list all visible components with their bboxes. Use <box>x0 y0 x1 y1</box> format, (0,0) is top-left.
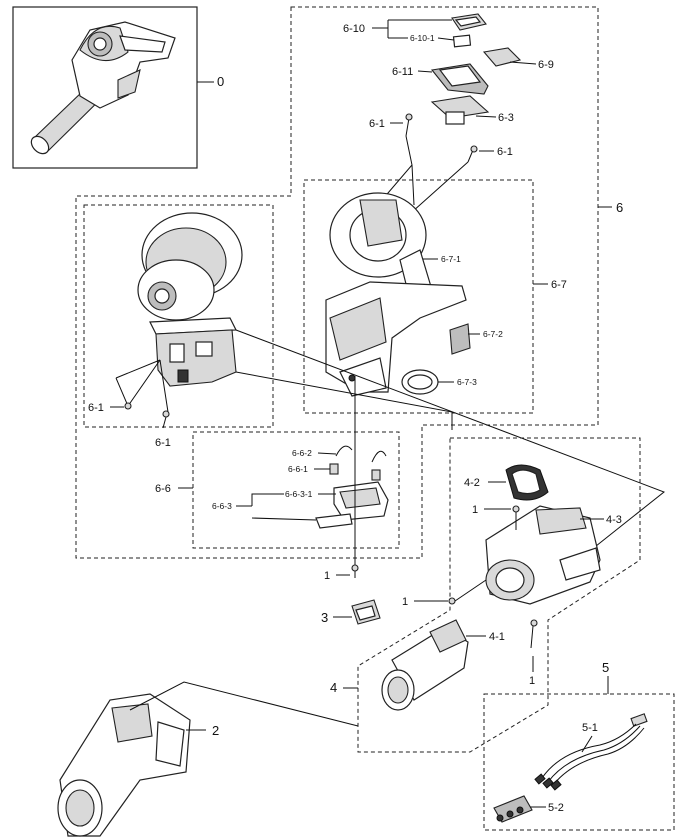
screw-6-1-a <box>405 113 413 137</box>
label-6-7: 6-7 <box>551 279 567 291</box>
label-1-c: 1 <box>402 596 408 608</box>
label-4-1: 4-1 <box>489 631 505 643</box>
label-4-2: 4-2 <box>464 477 480 489</box>
part-5-2-drawing <box>493 795 533 823</box>
label-6-6-1: 6-6-1 <box>288 464 308 474</box>
label-5-2: 5-2 <box>548 802 564 814</box>
part-4-2-drawing <box>505 464 549 501</box>
label-6-9: 6-9 <box>538 59 554 71</box>
label-6-3: 6-3 <box>498 112 514 124</box>
label-1-a: 1 <box>324 570 330 582</box>
screw-6-1-converge <box>381 135 469 213</box>
screw-1-b <box>512 505 520 530</box>
part-6-6-3-drawing <box>315 513 353 529</box>
label-5-1: 5-1 <box>582 722 598 734</box>
part-4-3-drawing <box>485 505 601 605</box>
label-6-7-2: 6-7-2 <box>483 329 503 339</box>
part-6-7-2-drawing <box>449 323 471 355</box>
label-6-6: 6-6 <box>155 483 171 495</box>
part-6-6-2-drawing <box>335 445 387 463</box>
leader-5-1 <box>581 735 593 753</box>
label-6-11: 6-11 <box>392 66 413 78</box>
part-5-boundary <box>483 693 675 831</box>
screw-1-c <box>448 597 456 605</box>
assembly-6-boundary <box>75 6 599 559</box>
part-6-7-3-drawing <box>401 369 439 395</box>
label-6-10: 6-10 <box>343 23 365 35</box>
label-6-1-a: 6-1 <box>369 118 385 130</box>
part-5-1-drawing <box>534 713 648 791</box>
label-6-7-1: 6-7-1 <box>441 254 461 264</box>
assembled-unit-frame <box>12 6 198 169</box>
label-0: 0 <box>217 74 224 89</box>
label-4-3: 4-3 <box>606 514 622 526</box>
label-5: 5 <box>602 660 609 675</box>
leader-motor-to-right-2 <box>235 371 453 430</box>
leader-6-1-c <box>115 359 169 413</box>
leader-6-10-1 <box>437 37 455 41</box>
part-6-6-3-1-drawing <box>333 481 389 521</box>
screw-1-a <box>351 564 359 578</box>
assembled-unit-drawing <box>30 21 176 155</box>
leader-1-c-link <box>454 579 487 602</box>
label-3: 3 <box>321 610 328 625</box>
label-6-10-1: 6-10-1 <box>410 33 435 43</box>
motor-assembly-drawing <box>137 212 243 387</box>
part-6-10-1-drawing <box>452 34 472 48</box>
label-6-7-3: 6-7-3 <box>457 377 477 387</box>
part-6-7-boundary <box>303 179 534 414</box>
part-4-1-drawing <box>381 619 469 711</box>
screw-6-1-d <box>162 410 170 429</box>
screw-6-1-b <box>467 145 478 163</box>
label-6-6-3-1: 6-6-3-1 <box>285 489 313 499</box>
label-2: 2 <box>212 723 219 738</box>
part-6-6-1-drawing <box>329 463 381 481</box>
leader-6-6-2 <box>317 452 337 455</box>
part-6-9-drawing <box>482 47 522 67</box>
screw-1-d <box>530 619 538 649</box>
label-1-d: 1 <box>529 675 535 687</box>
part-6-3-drawing <box>430 95 490 125</box>
label-6: 6 <box>616 200 623 215</box>
screw-6-1-c <box>124 402 132 410</box>
assembly-4-boundary <box>357 437 641 753</box>
leader-6-11 <box>417 70 433 73</box>
part-3-drawing <box>351 599 381 625</box>
leader-6-6-3-1 <box>236 493 336 521</box>
leader-6-3 <box>475 115 497 118</box>
leader-2 <box>129 681 359 731</box>
label-6-1-c: 6-1 <box>88 402 104 414</box>
leader-motor-to-right <box>235 329 665 555</box>
part-6-7-1-drawing <box>325 192 467 397</box>
leader-6-9 <box>509 61 537 65</box>
part-6-11-drawing <box>430 63 489 95</box>
label-6-1-b: 6-1 <box>497 146 513 158</box>
label-4: 4 <box>330 680 337 695</box>
label-1-b: 1 <box>472 504 478 516</box>
leader-6-10 <box>372 19 452 39</box>
part-2-drawing <box>57 693 191 837</box>
label-6-6-3: 6-6-3 <box>212 501 232 511</box>
label-6-1-d: 6-1 <box>155 437 171 449</box>
motor-boundary <box>83 204 274 428</box>
part-6-10-drawing <box>451 13 487 31</box>
label-6-6-2: 6-6-2 <box>292 448 312 458</box>
